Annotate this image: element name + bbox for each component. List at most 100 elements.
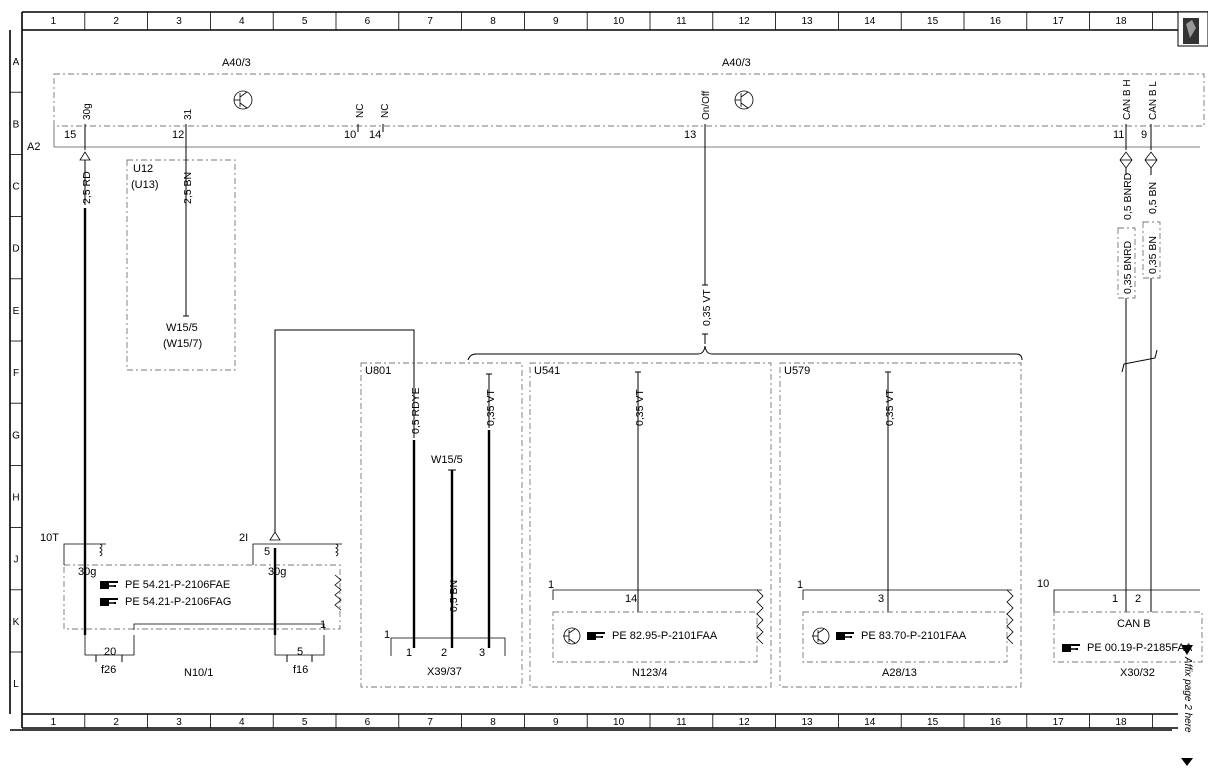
pin-14: 14 (625, 593, 637, 605)
pin-15: 15 (64, 129, 76, 141)
wire-label-2-5-rd: 2,5 RD (81, 171, 93, 204)
a40-module-outline (53, 73, 1205, 127)
column-number: 16 (990, 717, 1002, 728)
wire-label-0-35-vt: 0,35 VT (701, 289, 713, 326)
column-number: 2 (113, 717, 119, 728)
x39-37-label: X39/37 (427, 666, 462, 678)
n10-outline (63, 564, 341, 630)
wire-label-2-5-bn: 2,5 BN (182, 172, 194, 204)
wire-label-0-35-vt: 0,35 VT (634, 389, 646, 426)
column-number: 4 (239, 16, 245, 27)
pin-canbl-label: CAN B L (1148, 81, 1159, 120)
can-b-label: CAN B (1117, 618, 1151, 630)
a40-label-right: A40/3 (722, 57, 751, 69)
pin-1: 1 (1112, 593, 1118, 605)
transistor-icon (563, 627, 581, 645)
column-number: 18 (1115, 16, 1127, 27)
pe-ref-54-21-fae: PE 54.21-P-2106FAE (125, 579, 230, 591)
hand-pointer-icon (100, 598, 118, 606)
column-number: 12 (739, 16, 751, 27)
u801-outline (360, 362, 523, 688)
hand-pointer-icon (587, 632, 605, 640)
row-letter: L (13, 679, 19, 690)
a28-13-label: A28/13 (882, 667, 917, 679)
pin-1: 1 (406, 647, 412, 659)
w15-5-label: W15/5 (431, 454, 463, 466)
row-letter: G (12, 430, 20, 441)
column-number: 9 (553, 16, 559, 27)
pin-1: 1 (548, 579, 554, 591)
w15-7-label: (W15/7) (163, 338, 202, 350)
row-letter: K (13, 617, 20, 628)
hand-pointer-icon (836, 632, 854, 640)
column-number: 3 (176, 16, 182, 27)
pin-12: 12 (172, 129, 184, 141)
pin-5: 5 (297, 646, 303, 658)
column-number: 5 (302, 16, 308, 27)
u13-label: (U13) (131, 179, 159, 191)
column-number: 7 (427, 717, 433, 728)
pin-3: 3 (878, 593, 884, 605)
pin-1: 1 (384, 629, 390, 641)
u801-label: U801 (365, 365, 391, 377)
pin-10t: 10T (40, 532, 59, 544)
u12-outline (126, 159, 236, 371)
row-letter: D (12, 244, 19, 255)
column-number: 9 (553, 717, 559, 728)
column-number: 13 (801, 717, 813, 728)
column-number: 11 (676, 717, 687, 728)
row-letter: J (14, 555, 19, 566)
column-number: 13 (801, 16, 813, 27)
pe-ref-82-95: PE 82.95-P-2101FAA (612, 630, 718, 642)
hand-pointer-icon-group (100, 581, 1080, 652)
pe-ref-00-19: PE 00.19-P-2185FAA (1087, 642, 1193, 654)
f26-label: f26 (101, 664, 116, 676)
pin-nc-label: NC (355, 104, 366, 118)
pin-30g-label: 30g (82, 103, 93, 120)
column-number: 18 (1115, 717, 1127, 728)
pin-2: 2 (441, 647, 447, 659)
pin-13: 13 (684, 129, 696, 141)
row-letter: E (13, 306, 20, 317)
wire-label-0-5-rdye: 0,5 RDYE (410, 387, 422, 434)
pin-10: 10 (1037, 578, 1049, 590)
column-number: 11 (676, 16, 687, 27)
wire-label-0-35-vt: 0,35 VT (485, 389, 497, 426)
hand-pointer-icon (100, 581, 118, 589)
pe-ref-83-70: PE 83.70-P-2101FAA (861, 630, 967, 642)
column-number: 8 (490, 717, 496, 728)
pin-30g: 30g (268, 566, 286, 578)
w15-5-label: W15/5 (166, 322, 198, 334)
pin-14: 14 (369, 129, 381, 141)
row-letter: H (12, 493, 19, 504)
column-number: 6 (365, 717, 371, 728)
a40-label-left: A40/3 (222, 57, 251, 69)
pin-nc-label: NC (380, 104, 391, 118)
column-number: 14 (864, 717, 876, 728)
wire-label-0-5-bnrd: 0,5 BNRD (1122, 172, 1134, 220)
u12-label: U12 (133, 163, 153, 175)
pin-canbh-label: CAN B H (1122, 79, 1133, 120)
column-number: 6 (365, 16, 371, 27)
wire-label-0-35-vt: 0,35 VT (884, 389, 896, 426)
row-letter: C (12, 182, 19, 193)
column-number: 8 (490, 16, 496, 27)
pin-11: 11 (1113, 129, 1124, 141)
u541-outline (529, 362, 772, 688)
column-number: 16 (990, 16, 1002, 27)
column-number: 1 (51, 717, 57, 728)
column-number: 17 (1053, 717, 1065, 728)
column-number: 10 (613, 717, 625, 728)
pin-1: 1 (320, 619, 326, 631)
column-number: 2 (113, 16, 119, 27)
drawing-frame (9, 11, 1208, 731)
pe-ref-54-21-fag: PE 54.21-P-2106FAG (125, 596, 231, 608)
hand-pointer-icon (1062, 644, 1080, 652)
a2-label: A2 (27, 141, 40, 153)
column-number: 10 (613, 16, 625, 27)
affix-label: Affix page 2 here (1182, 656, 1193, 733)
pin-9: 9 (1141, 129, 1147, 141)
n123-4-label: N123/4 (632, 667, 667, 679)
